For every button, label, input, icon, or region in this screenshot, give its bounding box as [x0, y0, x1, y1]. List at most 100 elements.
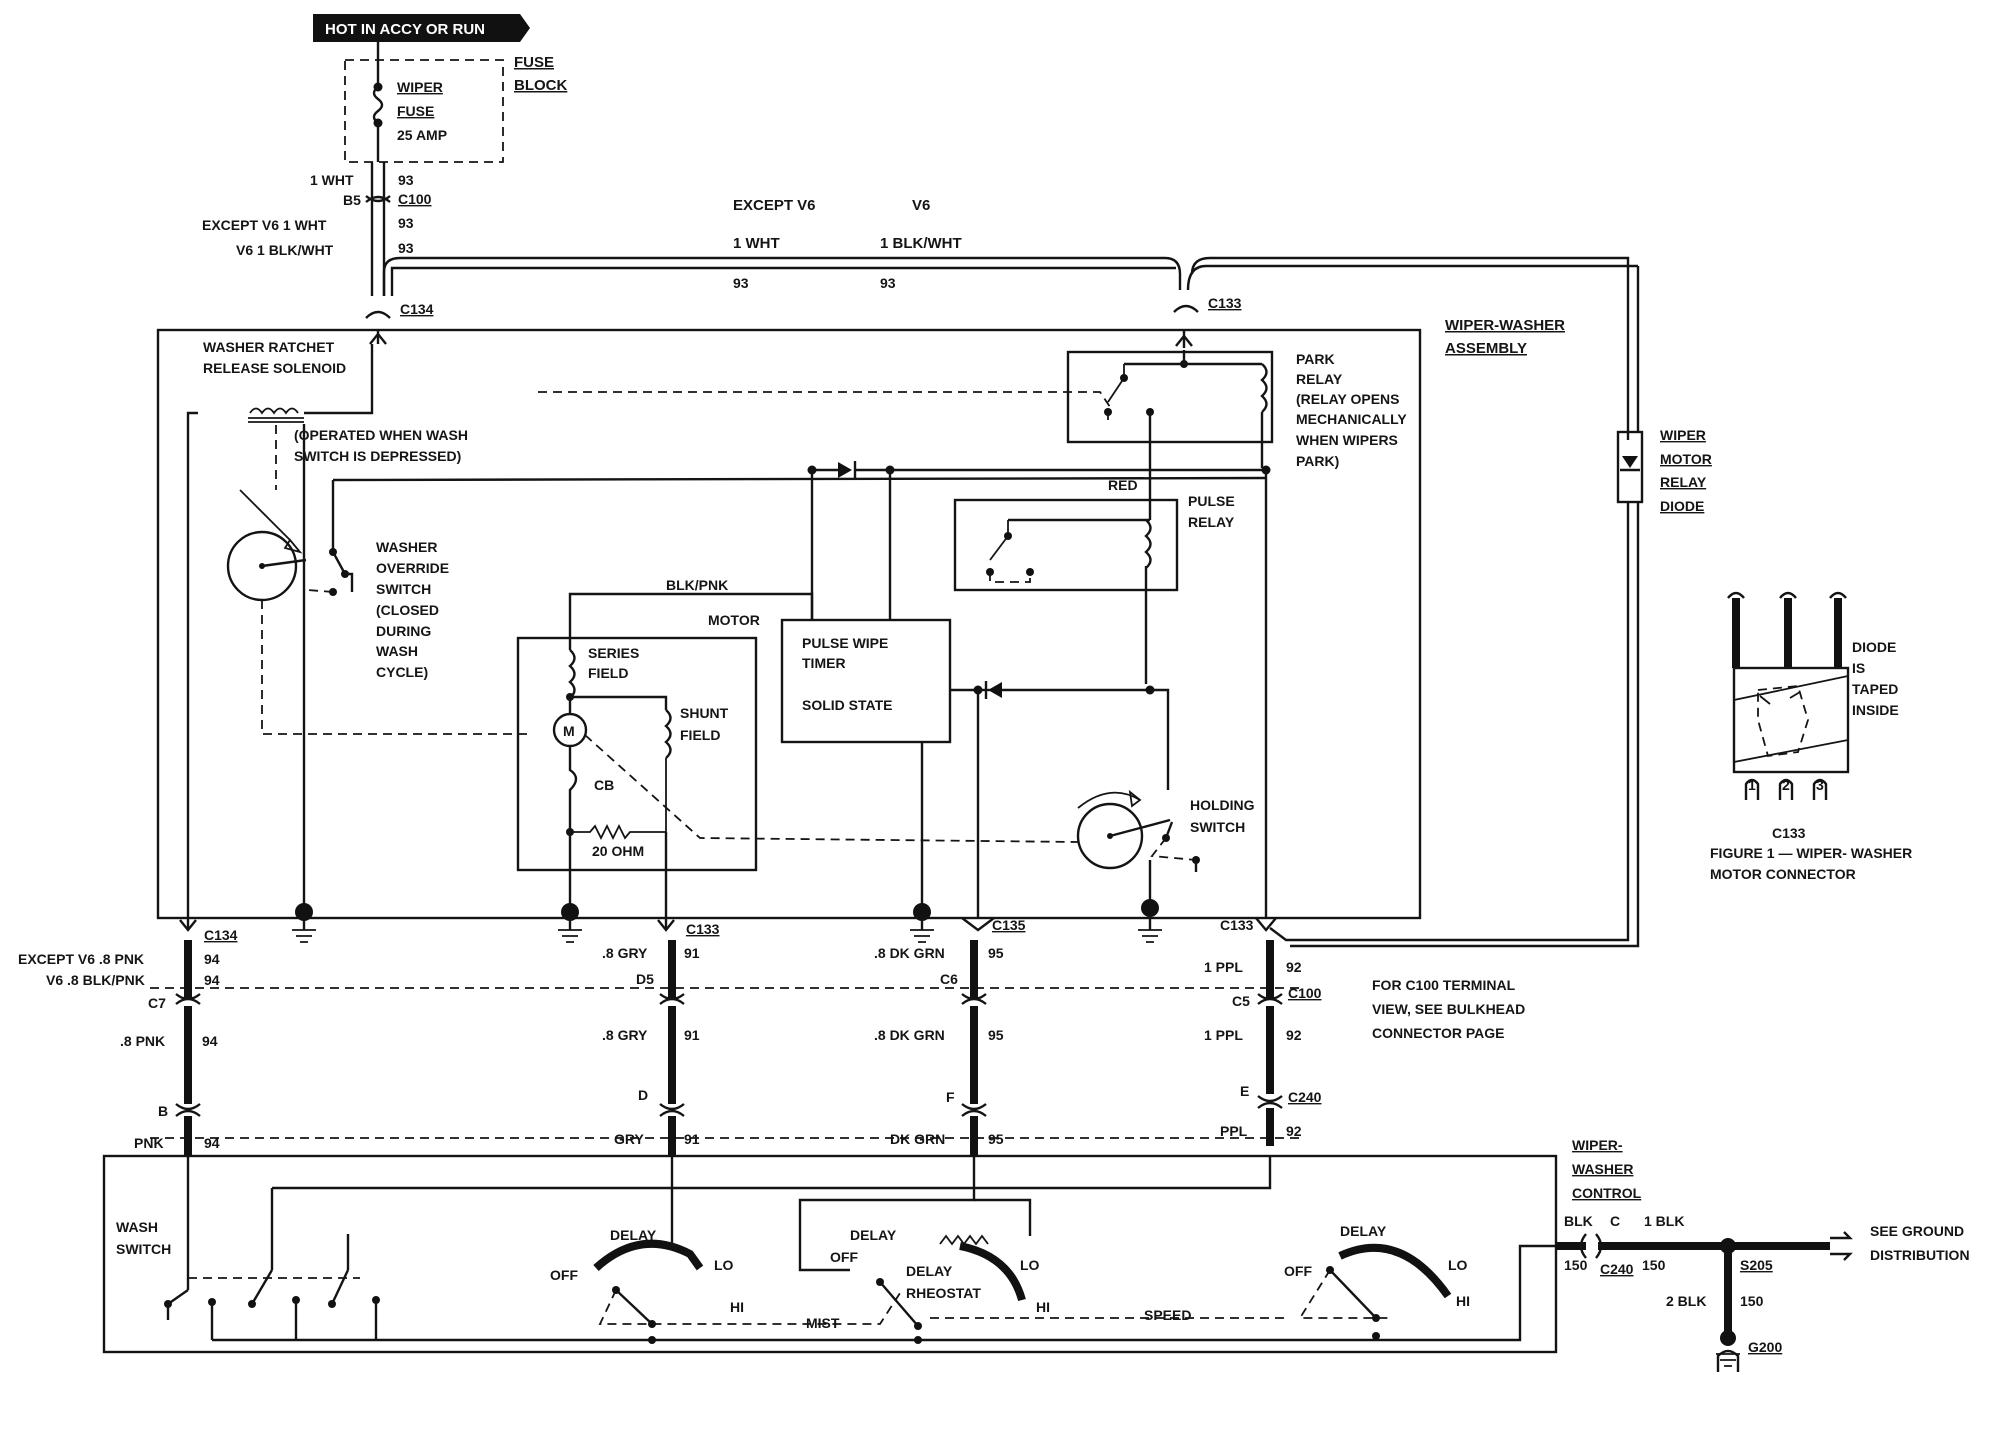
svg-text:95: 95 [988, 1027, 1004, 1043]
svg-text:3: 3 [1816, 777, 1824, 793]
svg-text:94: 94 [204, 1135, 220, 1151]
svg-text:D5: D5 [636, 971, 654, 987]
speed-label: SPEED [1144, 1307, 1191, 1323]
figure-motor-connector: 1 2 3 DIODE IS TAPED INSIDE C133 FIGURE … [1710, 591, 1912, 882]
svg-text:2 BLK: 2 BLK [1666, 1293, 1706, 1309]
motor-symbol: M [563, 723, 575, 739]
svg-text:C: C [1610, 1213, 1620, 1229]
svg-text:DURING: DURING [376, 623, 431, 639]
svg-text:EXCEPT V6 1 WHT: EXCEPT V6 1 WHT [202, 217, 327, 233]
svg-text:LO: LO [1448, 1257, 1468, 1273]
resistor-label: 20 OHM [592, 843, 644, 859]
svg-text:OVERRIDE: OVERRIDE [376, 560, 449, 576]
svg-text:E: E [1240, 1083, 1249, 1099]
svg-text:B: B [158, 1103, 168, 1119]
svg-text:91: 91 [684, 945, 700, 961]
svg-text:MOTOR CONNECTOR: MOTOR CONNECTOR [1710, 866, 1856, 882]
svg-text:D: D [638, 1087, 648, 1103]
diode-relay-label: WIPER [1660, 427, 1706, 443]
svg-text:SWITCH: SWITCH [1190, 819, 1245, 835]
c100-note: FOR C100 TERMINAL [1372, 977, 1516, 993]
svg-text:150: 150 [1642, 1257, 1666, 1273]
svg-text:RELAY: RELAY [1296, 371, 1343, 387]
connector-c133-bottom-left: C133 [686, 921, 720, 937]
svg-text:1 WHT: 1 WHT [310, 172, 354, 188]
wiper-washer-control: WIPER- WASHER CONTROL WASH SWITCH DELAY … [102, 1137, 1642, 1354]
connector-c240-ground: C240 [1600, 1261, 1634, 1277]
ground-distribution-note: SEE GROUND [1870, 1223, 1964, 1239]
dial1-delay: DELAY [610, 1227, 657, 1243]
svg-text:94: 94 [202, 1033, 218, 1049]
fuse-rating: 25 AMP [397, 127, 447, 143]
shunt-field-label: SHUNT [680, 705, 729, 721]
svg-text:SWITCH: SWITCH [116, 1241, 171, 1257]
wiper-washer-assembly: WIPER-WASHER ASSEMBLY WASHER RATCHET REL… [156, 317, 1565, 943]
svg-text:1 BLK/WHT: 1 BLK/WHT [880, 235, 962, 252]
svg-text:TIMER: TIMER [802, 655, 846, 671]
svg-text:RELAY: RELAY [1660, 474, 1707, 490]
svg-text:V6 1 BLK/WHT: V6 1 BLK/WHT [236, 242, 334, 258]
svg-text:95: 95 [988, 945, 1004, 961]
svg-text:FIELD: FIELD [588, 665, 628, 681]
svg-text:PPL: PPL [1220, 1123, 1248, 1139]
svg-text:EXCEPT V6 .8 PNK: EXCEPT V6 .8 PNK [18, 951, 144, 967]
svg-text:SWITCH IS DEPRESSED): SWITCH IS DEPRESSED) [294, 448, 461, 464]
svg-text:LO: LO [714, 1257, 734, 1273]
svg-text:C5: C5 [1232, 993, 1250, 1009]
svg-text:150: 150 [1740, 1293, 1764, 1309]
figure-caption: FIGURE 1 — WIPER- WASHER [1710, 845, 1912, 861]
dial3-delay: DELAY [1340, 1223, 1387, 1239]
svg-text:RELEASE SOLENOID: RELEASE SOLENOID [203, 360, 346, 376]
mist-label: MIST [806, 1315, 840, 1331]
connector-c133-bottom-right: C133 [1220, 917, 1254, 933]
svg-text:1 WHT: 1 WHT [733, 235, 780, 252]
svg-text:EXCEPT V6: EXCEPT V6 [733, 197, 816, 214]
svg-text:.8 GRY: .8 GRY [602, 945, 648, 961]
svg-text:SOLID STATE: SOLID STATE [802, 697, 892, 713]
svg-text:V6: V6 [912, 197, 930, 214]
svg-text:CYCLE): CYCLE) [376, 664, 428, 680]
svg-text:93: 93 [733, 275, 749, 291]
wiper-motor-relay-diode: WIPER MOTOR RELAY DIODE [1269, 266, 1712, 948]
svg-text:TAPED: TAPED [1852, 681, 1898, 697]
svg-text:RHEOSTAT: RHEOSTAT [906, 1285, 981, 1301]
top-run-wires: EXCEPT V6 V6 1 WHT 1 BLK/WHT 93 93 C133 [382, 197, 1638, 430]
svg-text:WASHER: WASHER [1572, 1161, 1633, 1177]
connector-c240-right: C240 [1288, 1089, 1322, 1105]
connector-c134-top: C134 [400, 301, 434, 317]
svg-text:PNK: PNK [134, 1135, 164, 1151]
control-title: WIPER- [1572, 1137, 1623, 1153]
power-source-tag: HOT IN ACCY OR RUN [313, 14, 530, 42]
svg-text:V6 .8 BLK/PNK: V6 .8 BLK/PNK [46, 972, 145, 988]
svg-text:93: 93 [880, 275, 896, 291]
svg-text:91: 91 [684, 1131, 700, 1147]
svg-text:HI: HI [1036, 1299, 1050, 1315]
svg-text:2: 2 [1782, 777, 1790, 793]
red-wire-label: RED [1108, 477, 1138, 493]
svg-text:ASSEMBLY: ASSEMBLY [1445, 340, 1527, 357]
svg-text:OFF: OFF [830, 1249, 858, 1265]
blk-pnk-label: BLK/PNK [666, 577, 728, 593]
svg-text:FIELD: FIELD [680, 727, 720, 743]
svg-text:IS: IS [1852, 660, 1865, 676]
series-field-label: SERIES [588, 645, 639, 661]
svg-text:HI: HI [1456, 1293, 1470, 1309]
svg-text:FUSE: FUSE [397, 103, 434, 119]
ground-g200: G200 [1748, 1339, 1782, 1355]
park-relay-label: PARK [1296, 351, 1335, 367]
svg-text:BLOCK: BLOCK [514, 77, 567, 94]
svg-text:DELAY: DELAY [906, 1263, 953, 1279]
svg-text:WHEN WIPERS: WHEN WIPERS [1296, 432, 1398, 448]
connector-c135: C135 [992, 917, 1026, 933]
svg-text:MECHANICALLY: MECHANICALLY [1296, 411, 1407, 427]
solenoid-operated-note: (OPERATED WHEN WASH [294, 427, 468, 443]
svg-text:C7: C7 [148, 995, 166, 1011]
svg-text:DISTRIBUTION: DISTRIBUTION [1870, 1247, 1970, 1263]
svg-text:C6: C6 [940, 971, 958, 987]
svg-text:1 PPL: 1 PPL [1204, 1027, 1243, 1043]
svg-text:MOTOR: MOTOR [1660, 451, 1712, 467]
svg-text:94: 94 [204, 951, 220, 967]
svg-text:LO: LO [1020, 1257, 1040, 1273]
svg-text:92: 92 [1286, 1027, 1302, 1043]
